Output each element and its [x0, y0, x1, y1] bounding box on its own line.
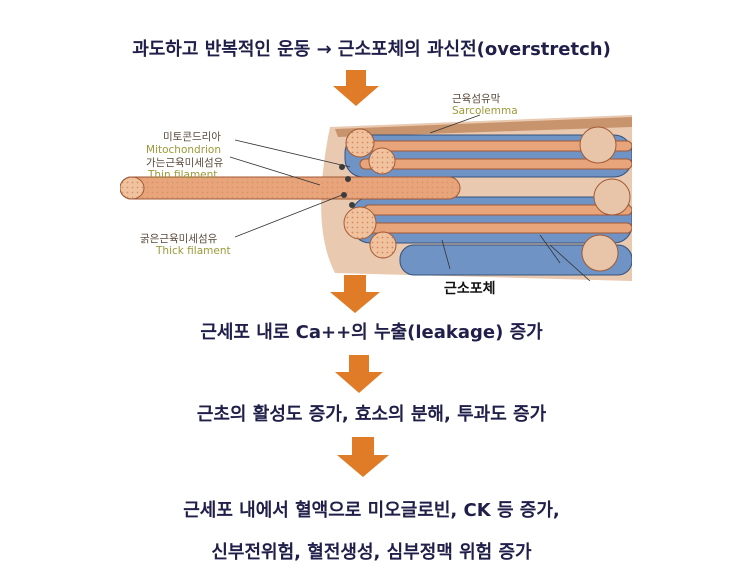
step-2-text: 근세포 내로 Ca++의 누출(leakage) 증가 [200, 322, 543, 343]
thick-filament-label-en: Thick filament [156, 245, 231, 257]
thick-filament-label-kr: 굵은근육미세섬유 [140, 233, 218, 245]
mito-label-kr: 미토콘드리아 [163, 131, 221, 143]
sarcolemma-label-en: Sarcolemma [452, 105, 518, 117]
thin-filament-label-kr: 가는근육미세섬유 [146, 157, 224, 169]
down-arrow-icon [330, 275, 380, 313]
down-arrow-icon [333, 70, 379, 106]
step-1-text: 과도하고 반복적인 운동 → 근소포체의 과신전(overstretch) [132, 39, 611, 60]
down-arrow-icon [337, 437, 389, 477]
sarcolemma-label-kr: 근육섬유막 [452, 93, 501, 105]
mito-label-en: Mitochondrion [146, 144, 222, 156]
muscle-fiber-illustration [120, 114, 632, 281]
step-3-text: 근초의 활성도 증가, 효소의 분해, 투과도 증가 [196, 404, 547, 425]
down-arrow-icon [335, 355, 383, 393]
thin-filament-label-en: Thin filament [148, 169, 218, 181]
sarcoplasmic-reticulum-label: 근소포체 [444, 281, 496, 297]
step-4-text: 근세포 내에서 혈액으로 미오글로빈, CK 등 증가, [183, 500, 560, 521]
step-5-text: 신부전위험, 혈전생성, 심부정맥 위험 증가 [211, 542, 532, 563]
